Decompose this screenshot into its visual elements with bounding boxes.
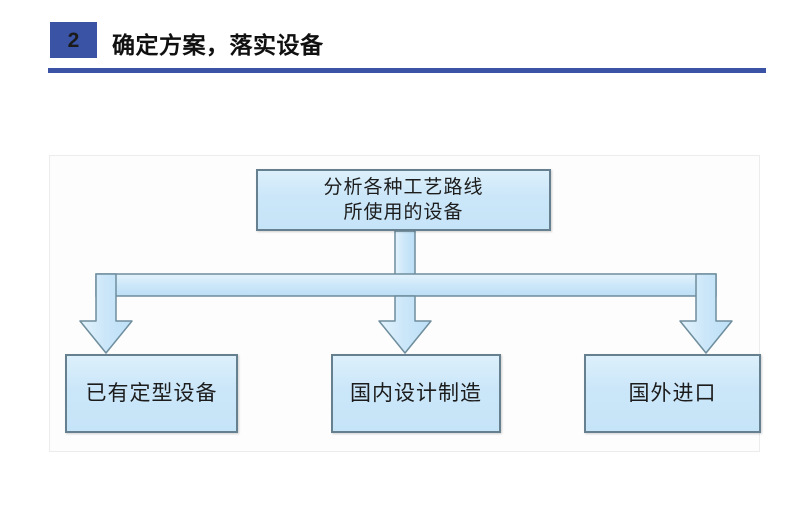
diagram-node-child-2-label: 国内设计制造: [350, 380, 482, 405]
section-number-badge: 2: [50, 22, 97, 58]
header-divider: [48, 68, 766, 73]
root-label-line2: 所使用的设备: [343, 201, 464, 223]
diagram-node-child-3-label: 国外进口: [628, 380, 717, 405]
diagram-node-root[interactable]: 分析各种工艺路线 所使用的设备: [256, 169, 551, 231]
connector-bar: [95, 273, 717, 297]
page-title: 确定方案，落实设备: [112, 32, 324, 58]
diagram-node-child-2[interactable]: 国内设计制造: [331, 354, 501, 433]
diagram-node-root-label: 分析各种工艺路线 所使用的设备: [323, 175, 483, 225]
connector-arrow-center: [378, 295, 432, 354]
diagram-panel: 分析各种工艺路线 所使用的设备 已有定型设备 国内设计制造 国外进口: [49, 155, 761, 453]
section-number: 2: [67, 28, 80, 52]
connector-arrow-right: [679, 273, 733, 354]
diagram-node-child-1[interactable]: 已有定型设备: [65, 354, 238, 433]
slide-header: 2 确定方案，落实设备: [0, 0, 808, 80]
connector-arrow-left: [79, 273, 133, 354]
connector-group: [50, 156, 761, 453]
root-label-line1: 分析各种工艺路线: [323, 175, 484, 198]
diagram-node-child-3[interactable]: 国外进口: [584, 354, 761, 433]
diagram-node-child-1-label: 已有定型设备: [85, 380, 218, 405]
connector-stem: [394, 230, 416, 277]
